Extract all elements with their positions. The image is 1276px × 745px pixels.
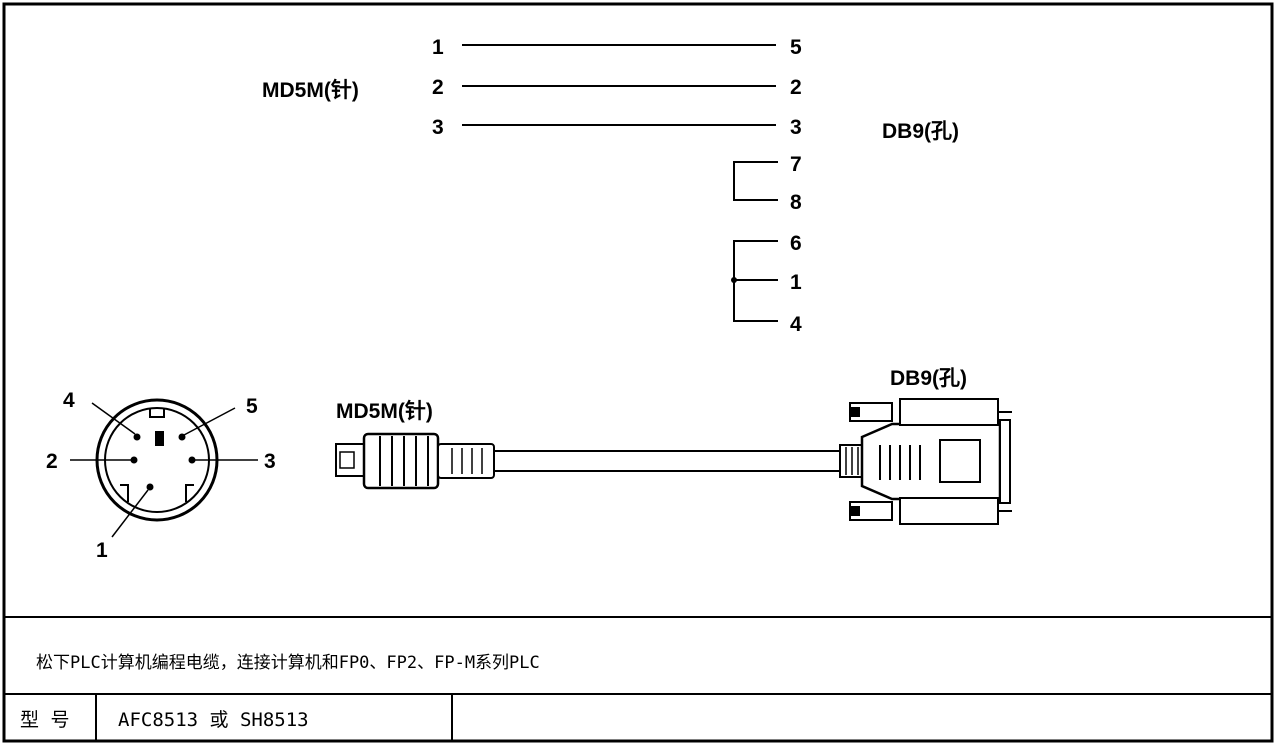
lower-screw-head — [850, 506, 860, 516]
wiring-schematic: MD5M(针) DB9(孔) 1 5 2 2 3 3 7 8 — [262, 36, 959, 336]
wire-2-left-pin: 2 — [432, 76, 444, 99]
wire-row-2: 2 2 — [432, 76, 802, 99]
jumper-pin-7: 7 — [790, 153, 802, 176]
model-value: AFC8513 或 SH8513 — [118, 709, 309, 731]
upper-bracket — [899, 398, 999, 426]
pin-4-leader — [91, 402, 136, 435]
db9-plug — [839, 398, 1012, 525]
wire-row-1: 1 5 — [432, 36, 802, 59]
pin-1-dot — [146, 483, 154, 491]
jumper-pin-6: 6 — [790, 232, 802, 255]
cable-drawing: MD5M(针) DB9(孔) — [335, 367, 1012, 525]
wire-1-right-pin: 5 — [790, 36, 802, 59]
pin-5-leader — [183, 407, 236, 436]
face-label-3: 3 — [264, 450, 276, 473]
pin-2-dot — [130, 456, 138, 464]
face-label-2: 2 — [46, 450, 58, 473]
cable-md5m-label: MD5M(针) — [336, 399, 433, 423]
left-connector-label: MD5M(针) — [262, 78, 359, 102]
jumper-pin-8: 8 — [790, 191, 802, 214]
face-label-1: 1 — [96, 539, 108, 562]
wire-3-left-pin: 3 — [432, 116, 444, 139]
upper-screw-head — [850, 407, 860, 417]
lower-bracket — [899, 497, 999, 525]
jumper-pin-1: 1 — [790, 271, 802, 294]
wire-3-right-pin: 3 — [790, 116, 802, 139]
cable-db9-label: DB9(孔) — [890, 367, 967, 390]
pin-1-leader — [111, 489, 149, 538]
top-key-notch — [149, 409, 165, 418]
wire-1-left-pin: 1 — [432, 36, 444, 59]
face-label-4: 4 — [63, 389, 75, 412]
pin-4-dot — [133, 433, 141, 441]
cable-body — [493, 450, 841, 472]
left-key-notch — [120, 484, 129, 502]
hood-window — [939, 439, 981, 483]
right-key-notch — [185, 484, 194, 502]
face-label-5: 5 — [246, 395, 258, 418]
cable-description: 松下PLC计算机编程电缆，连接计算机和FP0、FP2、FP-M系列PLC — [36, 653, 540, 673]
wire-2-right-pin: 2 — [790, 76, 802, 99]
junction-dot — [731, 277, 737, 283]
jumper-7-8-line — [733, 161, 778, 201]
jumper-pin-4: 4 — [790, 313, 802, 336]
pin-3-dot — [188, 456, 196, 464]
jumper-7-8: 7 8 — [733, 153, 802, 214]
plug-strain-relief — [437, 443, 495, 479]
db9-flange — [999, 419, 1011, 504]
jumper-6-1-4: 6 1 4 — [731, 232, 802, 336]
pin-5-dot — [178, 433, 186, 441]
md5m-plug — [335, 432, 495, 490]
center-key — [155, 431, 164, 446]
plug-body — [362, 432, 440, 490]
wire-row-3: 3 3 — [432, 116, 802, 139]
plug-tip-inner — [339, 451, 355, 469]
model-label: 型 号 — [20, 709, 69, 731]
right-connector-label: DB9(孔) — [882, 120, 959, 143]
md5m-pin-face: 4 5 2 3 1 — [46, 389, 276, 562]
